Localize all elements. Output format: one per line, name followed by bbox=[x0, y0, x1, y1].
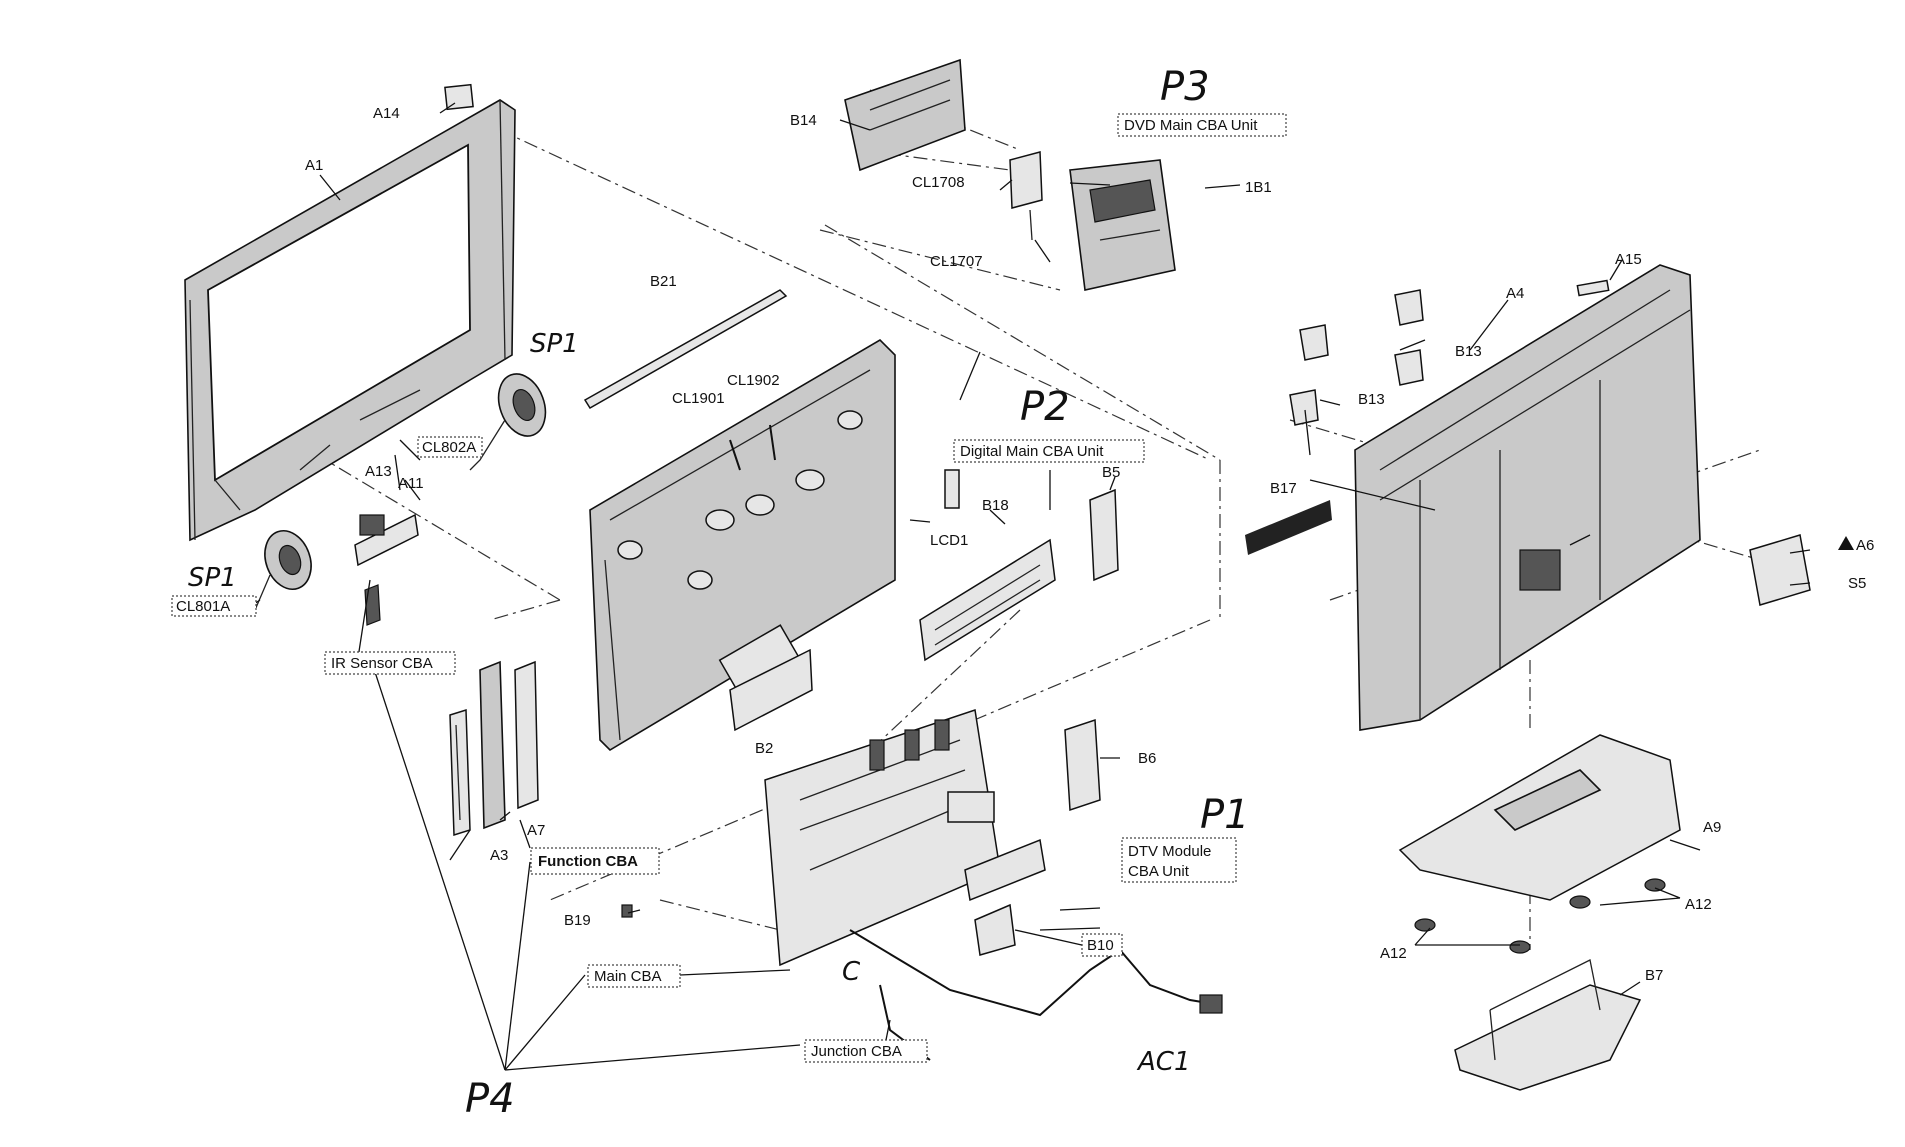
clamp-b19 bbox=[621, 904, 633, 918]
strip-b21 bbox=[583, 289, 788, 410]
callout-function-cba: Function CBA bbox=[530, 847, 660, 875]
svg-text:DTV Module: DTV Module bbox=[1128, 843, 1211, 860]
label-B13-upper: B13 bbox=[1455, 343, 1482, 360]
stand-neck-b7 bbox=[1454, 959, 1642, 1091]
handwritten-c: C bbox=[842, 957, 861, 987]
handwritten-sp1-top: SP1 bbox=[530, 329, 579, 359]
warning-icon bbox=[1838, 536, 1854, 550]
label-A15: A15 bbox=[1615, 251, 1642, 268]
stand-base-a9 bbox=[1398, 734, 1681, 901]
label-A7: A7 bbox=[527, 822, 545, 839]
label-B18: B18 bbox=[982, 497, 1009, 514]
label-B7: B7 bbox=[1645, 967, 1663, 984]
label-B17: B17 bbox=[1270, 480, 1297, 497]
handwritten-p4: P4 bbox=[465, 1076, 515, 1122]
label-CL1707: CL1707 bbox=[930, 253, 983, 270]
label-B2: B2 bbox=[755, 740, 773, 757]
label-A3: A3 bbox=[490, 847, 508, 864]
label-1B1: 1B1 bbox=[1245, 179, 1272, 196]
svg-text:CL801A: CL801A bbox=[176, 598, 230, 615]
label-LCD1: LCD1 bbox=[930, 532, 968, 549]
ac-power-cord bbox=[849, 929, 1223, 1017]
svg-text:CL802A: CL802A bbox=[422, 439, 476, 456]
svg-text:Digital Main CBA Unit: Digital Main CBA Unit bbox=[960, 443, 1104, 460]
label-A12-right: A12 bbox=[1685, 896, 1712, 913]
handwritten-p3: P3 bbox=[1160, 64, 1210, 110]
dvd-unit-1b1 bbox=[1069, 159, 1176, 291]
svg-text:Function CBA: Function CBA bbox=[538, 853, 638, 870]
label-S5: S5 bbox=[1848, 575, 1866, 592]
ir-sensor-board-a11 bbox=[354, 513, 419, 626]
label-A6: A6 bbox=[1856, 537, 1874, 554]
callout-dvd-main: DVD Main CBA Unit bbox=[1117, 113, 1287, 137]
label-B5: B5 bbox=[1102, 464, 1120, 481]
speaker-sp1-bottom bbox=[254, 530, 312, 611]
label-B19: B19 bbox=[564, 912, 591, 929]
cable-cl1708 bbox=[1009, 151, 1043, 209]
callout-cl802a: CL802A bbox=[417, 436, 483, 458]
label-a6 bbox=[1749, 534, 1811, 606]
svg-text:B10: B10 bbox=[1087, 937, 1114, 954]
callout-dtv-module: DTV Module CBA Unit bbox=[1121, 837, 1237, 883]
handwritten-p1: P1 bbox=[1200, 792, 1250, 838]
handwritten-sp1-bottom: SP1 bbox=[188, 563, 237, 593]
svg-text:CBA Unit: CBA Unit bbox=[1128, 863, 1190, 880]
handwritten-p2: P2 bbox=[1020, 384, 1070, 430]
label-a15 bbox=[1576, 279, 1610, 297]
dvd-bracket-b14 bbox=[844, 58, 966, 172]
function-board-a7 bbox=[479, 660, 539, 830]
label-A1: A1 bbox=[305, 157, 323, 174]
label-sticker-a14 bbox=[444, 83, 474, 111]
handwritten-ac1: AC1 bbox=[1136, 1047, 1190, 1077]
label-CL1901: CL1901 bbox=[672, 390, 725, 407]
stand-feet-a12 bbox=[1414, 878, 1666, 954]
bracket-b5 bbox=[1089, 488, 1119, 582]
callout-digital-main: Digital Main CBA Unit bbox=[953, 439, 1145, 463]
label-A12-left: A12 bbox=[1380, 945, 1407, 962]
bracket-b18 bbox=[944, 469, 960, 509]
cable-cl1707 bbox=[1029, 209, 1033, 241]
dtv-module bbox=[947, 791, 1046, 902]
callout-ir-sensor: IR Sensor CBA bbox=[324, 651, 456, 675]
main-board bbox=[764, 709, 1001, 967]
callout-main-cba: Main CBA bbox=[587, 964, 681, 988]
leader-lines bbox=[244, 102, 1811, 1071]
label-B13-lower: B13 bbox=[1358, 391, 1385, 408]
label-B14: B14 bbox=[790, 112, 817, 129]
bracket-b6 bbox=[1064, 718, 1101, 812]
boxed-callouts: CL802A CL801A DVD Main CBA Unit Digital … bbox=[171, 113, 1287, 1063]
label-CL1902: CL1902 bbox=[727, 372, 780, 389]
svg-text:IR Sensor CBA: IR Sensor CBA bbox=[331, 655, 433, 672]
handwritten-annotations: P3 P2 P1 P4 SP1 SP1 AC1 C bbox=[188, 64, 1250, 1122]
callout-cl801a: CL801A bbox=[171, 595, 257, 617]
part-labels: A14 A1 B14 CL1708 1B1 CL1707 B21 CL1901 … bbox=[305, 105, 1874, 984]
label-A14: A14 bbox=[373, 105, 400, 122]
label-A11: A11 bbox=[398, 475, 424, 492]
svg-text:Main CBA: Main CBA bbox=[594, 968, 662, 985]
callout-b10: B10 bbox=[1081, 933, 1123, 957]
label-CL1708: CL1708 bbox=[912, 174, 965, 191]
rear-cabinet-a4 bbox=[1354, 264, 1701, 731]
cable-cl1902 bbox=[769, 424, 776, 461]
label-A9: A9 bbox=[1703, 819, 1721, 836]
front-cabinet-a1 bbox=[184, 99, 516, 542]
label-A13: A13 bbox=[365, 463, 392, 480]
label-B21: B21 bbox=[650, 273, 677, 290]
gasket-b17 bbox=[1245, 500, 1332, 555]
lcd-panel-lcd1 bbox=[589, 338, 896, 752]
digital-main-board bbox=[919, 538, 1056, 662]
bracket-b10 bbox=[974, 903, 1016, 956]
cable-cl1901 bbox=[729, 439, 741, 471]
speaker-sp1-top bbox=[469, 373, 547, 471]
label-B6: B6 bbox=[1138, 750, 1156, 767]
svg-text:Junction CBA: Junction CBA bbox=[811, 1043, 902, 1060]
label-A4: A4 bbox=[1506, 285, 1524, 302]
bracket-b2 bbox=[729, 648, 813, 732]
function-board-a3 bbox=[449, 708, 471, 837]
svg-text:DVD Main CBA Unit: DVD Main CBA Unit bbox=[1124, 117, 1258, 134]
callout-junction-cba: Junction CBA bbox=[804, 1039, 928, 1063]
brackets-b13 bbox=[1289, 289, 1424, 426]
